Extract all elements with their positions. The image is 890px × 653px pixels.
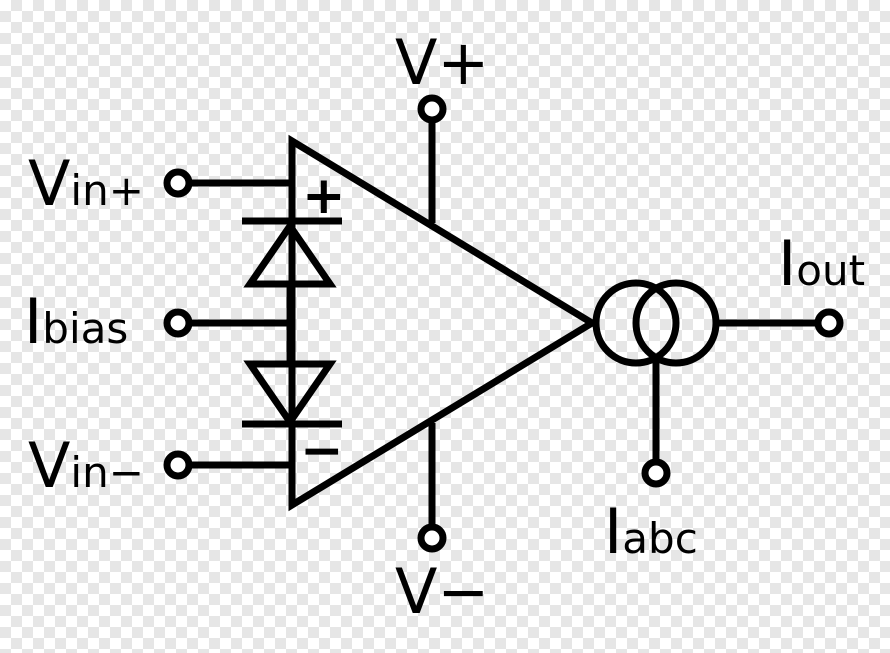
vin-plus-terminal [163,168,193,198]
iabc-terminal [641,458,671,488]
iout-terminal [814,308,844,338]
diode-bottom-triangle [243,360,337,429]
vin-plus-label-main: V [28,147,70,220]
iout-label-sub: out [796,246,865,295]
iabc-label-main: I [604,495,622,568]
noninverting-sign: + [302,166,346,226]
iout-label-main: I [778,227,796,300]
ibias-terminal [163,308,193,338]
vin-minus-label-main: V [28,429,70,502]
vin-plus-label: Vin+ [28,147,144,220]
vin-minus-label-sub: in− [70,448,143,497]
iabc-label: Iabc [604,495,698,568]
vin-plus-label-sub: in+ [70,166,143,215]
current-source-left-circle [592,279,680,367]
ibias-label-main: I [24,285,42,358]
inverting-sign: − [300,421,344,481]
v-minus-label: V− [395,555,489,628]
iabc-label-sub: abc [622,514,698,563]
vin-minus-terminal [163,450,193,480]
ibias-label-sub: bias [42,304,128,353]
iout-label: Iout [778,227,865,300]
vin-minus-label: Vin− [28,429,144,502]
v-minus-terminal [417,523,447,553]
ibias-label: Ibias [24,285,128,358]
v-plus-label: V+ [395,26,489,99]
v-plus-terminal [417,94,447,124]
